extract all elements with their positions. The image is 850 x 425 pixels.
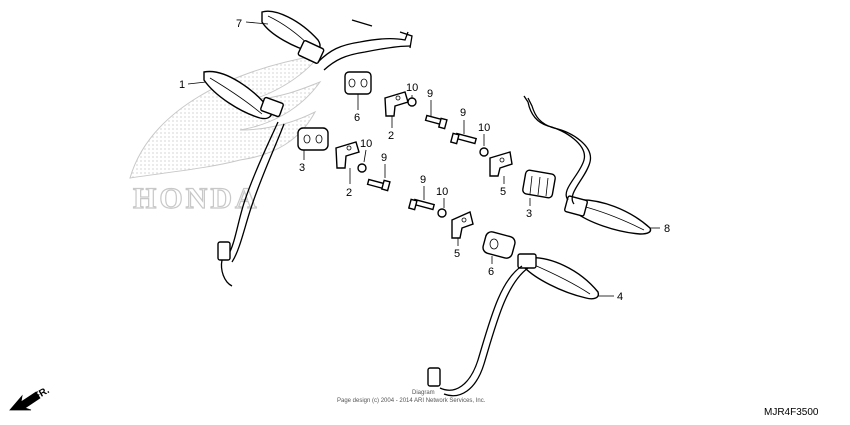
washer-10-c <box>479 147 489 157</box>
callout-9-a: 9 <box>427 88 433 100</box>
turn-signal-4 <box>427 253 600 397</box>
rubber-mount-6-lower <box>482 231 516 259</box>
callout-1: 1 <box>179 79 185 91</box>
bolt-9-d <box>407 198 436 211</box>
callout-10-c: 10 <box>478 122 490 134</box>
honda-wordmark: HONDA <box>133 182 260 215</box>
callout-5-lower: 5 <box>454 248 460 260</box>
bracket-5-lower <box>451 211 474 239</box>
callout-3-right: 3 <box>526 208 532 220</box>
rubber-grommet-3-right <box>522 169 556 199</box>
fr-label: FR. <box>32 385 52 403</box>
callout-9-b: 9 <box>381 152 387 164</box>
callout-9-d: 9 <box>420 174 426 186</box>
callout-9-c: 9 <box>460 107 466 119</box>
washer-10-d <box>437 208 447 218</box>
bolt-9-c <box>449 132 478 145</box>
callout-10-a: 10 <box>406 82 418 94</box>
footer-diagram-label: Diagram <box>412 390 435 396</box>
callout-2-lower: 2 <box>346 187 352 199</box>
leader-lines <box>187 21 660 297</box>
bracket-2-lower <box>335 141 360 169</box>
bolt-9-a <box>424 114 448 130</box>
turn-signal-8 <box>523 95 652 235</box>
rubber-grommet-3-left <box>297 127 329 151</box>
honda-wing-logo <box>129 54 322 179</box>
bracket-5-upper <box>489 151 513 177</box>
washer-10-a <box>407 97 417 107</box>
front-direction-indicator: FR. <box>9 385 52 411</box>
bolt-9-b <box>366 178 391 192</box>
turn-signal-7 <box>261 10 413 71</box>
callouts: 7 1 6 10 9 2 3 10 9 2 9 10 5 3 8 9 10 5 … <box>179 18 670 303</box>
callout-4: 4 <box>617 291 623 303</box>
callout-7: 7 <box>236 18 242 30</box>
rubber-mount-6-upper <box>344 71 372 95</box>
callout-6-lower: 6 <box>488 266 494 278</box>
diagram-code: MJR4F3500 <box>764 407 819 418</box>
washer-10-b <box>357 163 367 173</box>
front-arrow-icon <box>9 391 41 411</box>
bracket-2-upper <box>384 91 409 117</box>
callout-3-left: 3 <box>299 162 305 174</box>
callout-8: 8 <box>664 223 670 235</box>
turn-signal-1 <box>203 70 285 287</box>
callout-6-upper: 6 <box>354 112 360 124</box>
callout-5-upper: 5 <box>500 186 506 198</box>
honda-watermark: HONDA <box>129 54 322 216</box>
callout-2-upper: 2 <box>388 130 394 142</box>
callout-10-b: 10 <box>360 138 372 150</box>
footer-copyright: Page design (c) 2004 - 2014 ARI Network … <box>337 398 486 404</box>
callout-10-d: 10 <box>436 186 448 198</box>
